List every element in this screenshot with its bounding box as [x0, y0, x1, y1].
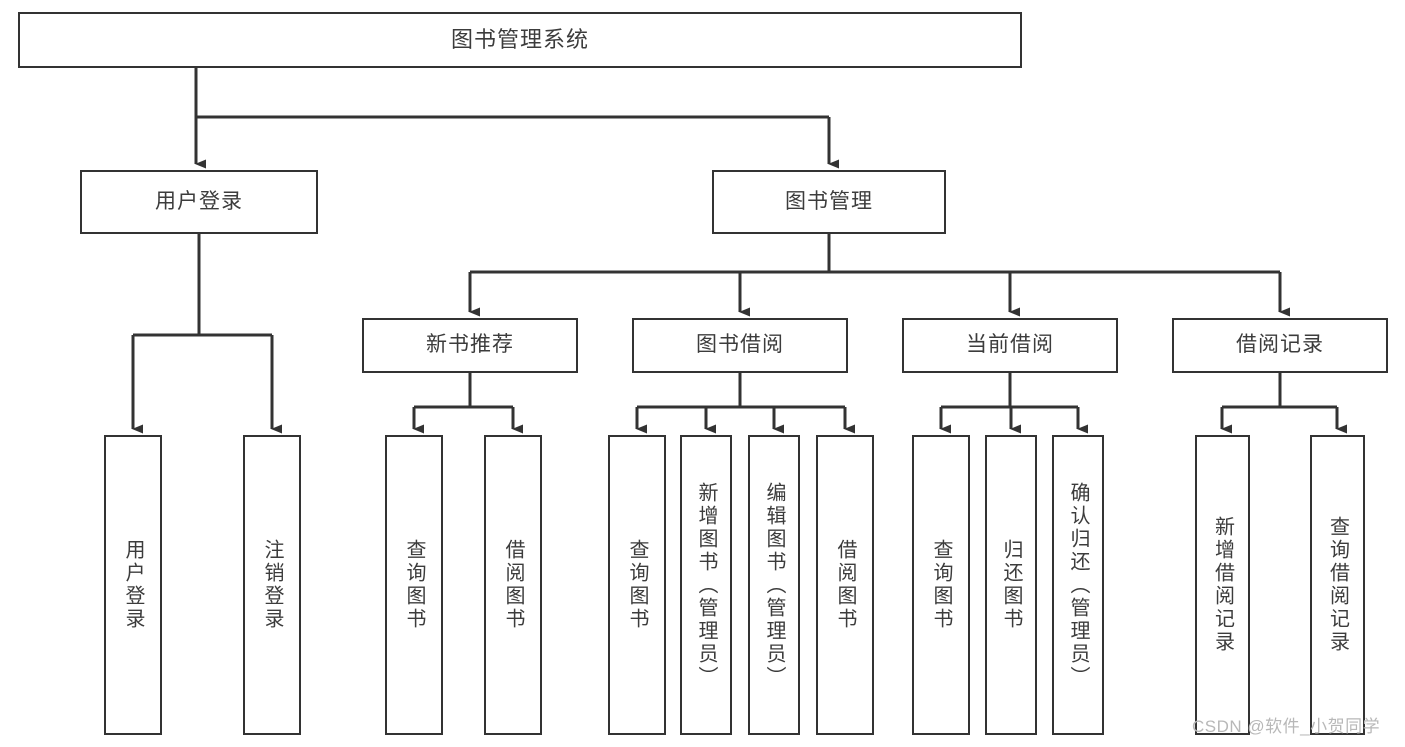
node-user-login-label: 用户登录 — [155, 189, 243, 213]
node-leaf-edit-book-admin-label: 编辑图书（管理员） — [763, 481, 785, 689]
node-current-borrow-label: 当前借阅 — [966, 333, 1054, 357]
node-leaf-edit-book-admin[interactable]: 编辑图书（管理员） — [748, 435, 800, 735]
node-leaf-query-book-current[interactable]: 查询图书 — [912, 435, 970, 735]
node-borrow-record-label: 借阅记录 — [1236, 333, 1324, 357]
node-leaf-add-book-admin-label: 新增图书（管理员） — [695, 481, 717, 689]
node-leaf-borrow-book-recommend-label: 借阅图书 — [502, 539, 524, 631]
node-book-manage-label: 图书管理 — [785, 189, 873, 213]
node-leaf-borrow-book[interactable]: 借阅图书 — [816, 435, 874, 735]
node-leaf-borrow-book-label: 借阅图书 — [834, 539, 856, 631]
node-root-label: 图书管理系统 — [450, 27, 589, 53]
node-leaf-query-book-current-label: 查询图书 — [930, 539, 952, 631]
node-leaf-query-book-recommend[interactable]: 查询图书 — [385, 435, 443, 735]
node-root-system[interactable]: 图书管理系统 — [18, 12, 1022, 68]
node-leaf-query-book-recommend-label: 查询图书 — [403, 539, 425, 631]
node-leaf-add-borrow-record[interactable]: 新增借阅记录 — [1195, 435, 1250, 735]
node-user-login[interactable]: 用户登录 — [80, 170, 318, 234]
node-new-book-recommend-label: 新书推荐 — [426, 333, 514, 357]
node-leaf-add-borrow-record-label: 新增借阅记录 — [1211, 516, 1234, 654]
node-book-borrow[interactable]: 图书借阅 — [632, 318, 848, 373]
node-borrow-record[interactable]: 借阅记录 — [1172, 318, 1388, 373]
node-book-manage[interactable]: 图书管理 — [712, 170, 946, 234]
node-leaf-user-login-label: 用户登录 — [122, 539, 144, 631]
csdn-watermark: CSDN @软件_小贺同学 — [1192, 717, 1381, 736]
node-leaf-query-book-borrow[interactable]: 查询图书 — [608, 435, 666, 735]
node-leaf-user-login[interactable]: 用户登录 — [104, 435, 162, 735]
node-leaf-return-book-label: 归还图书 — [1000, 539, 1022, 631]
node-leaf-logout-label: 注销登录 — [261, 539, 283, 631]
node-leaf-query-borrow-record[interactable]: 查询借阅记录 — [1310, 435, 1365, 735]
node-leaf-confirm-return-admin[interactable]: 确认归还（管理员） — [1052, 435, 1104, 735]
node-book-borrow-label: 图书借阅 — [696, 333, 784, 357]
node-leaf-borrow-book-recommend[interactable]: 借阅图书 — [484, 435, 542, 735]
node-leaf-logout[interactable]: 注销登录 — [243, 435, 301, 735]
node-leaf-query-book-borrow-label: 查询图书 — [626, 539, 648, 631]
node-leaf-return-book[interactable]: 归还图书 — [985, 435, 1037, 735]
node-leaf-add-book-admin[interactable]: 新增图书（管理员） — [680, 435, 732, 735]
node-current-borrow[interactable]: 当前借阅 — [902, 318, 1118, 373]
node-leaf-query-borrow-record-label: 查询借阅记录 — [1326, 516, 1349, 654]
node-leaf-confirm-return-admin-label: 确认归还（管理员） — [1067, 481, 1089, 689]
node-new-book-recommend[interactable]: 新书推荐 — [362, 318, 578, 373]
